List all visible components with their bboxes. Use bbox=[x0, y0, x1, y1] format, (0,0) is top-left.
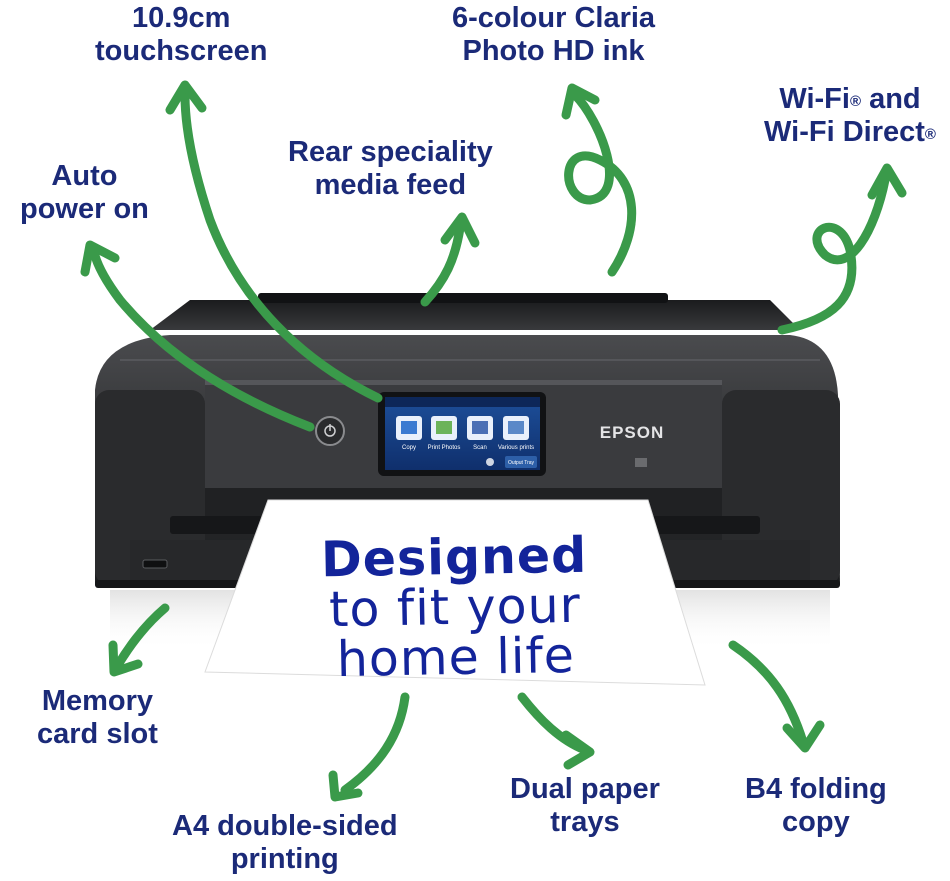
arrow-ink bbox=[564, 90, 637, 277]
arrow-wifi bbox=[777, 175, 890, 335]
label-ink: 6-colour Claria Photo HD ink bbox=[452, 2, 656, 67]
printer-lid bbox=[150, 300, 800, 330]
brand-logo: EPSON bbox=[600, 423, 665, 442]
screen-item-various-prints: Various prints bbox=[498, 445, 534, 451]
label-wifi: Wi-Fi® and Wi-Fi Direct® bbox=[764, 83, 936, 148]
arrow-rear-feed bbox=[420, 223, 465, 307]
label-rear-feed: Rear speciality media feed bbox=[288, 136, 493, 201]
arrow-duplex bbox=[340, 692, 410, 795]
label-duplex: A4 double-sided printing bbox=[172, 810, 398, 875]
screen-item-print-photos: Print Photos bbox=[428, 445, 461, 451]
arrow-b4-copy bbox=[728, 640, 808, 747]
label-b4-copy: B4 folding copy bbox=[745, 773, 887, 838]
arrow-memory-card bbox=[113, 603, 170, 670]
screen-item-scan: Scan bbox=[473, 445, 487, 451]
memory-card-slot bbox=[142, 559, 168, 569]
arrow-touchscreen bbox=[180, 90, 383, 403]
label-memory-card: Memory card slot bbox=[37, 685, 158, 750]
label-touchscreen: 10.9cm touchscreen bbox=[95, 2, 268, 67]
printed-paper-sheet bbox=[204, 499, 706, 686]
screen-output-tray: Output Tray bbox=[508, 460, 535, 466]
screen-item-copy: Copy bbox=[402, 445, 416, 451]
label-auto-power: Auto power on bbox=[20, 160, 149, 225]
arrow-auto-power bbox=[89, 247, 315, 432]
label-dual-trays: Dual paper trays bbox=[510, 773, 660, 838]
